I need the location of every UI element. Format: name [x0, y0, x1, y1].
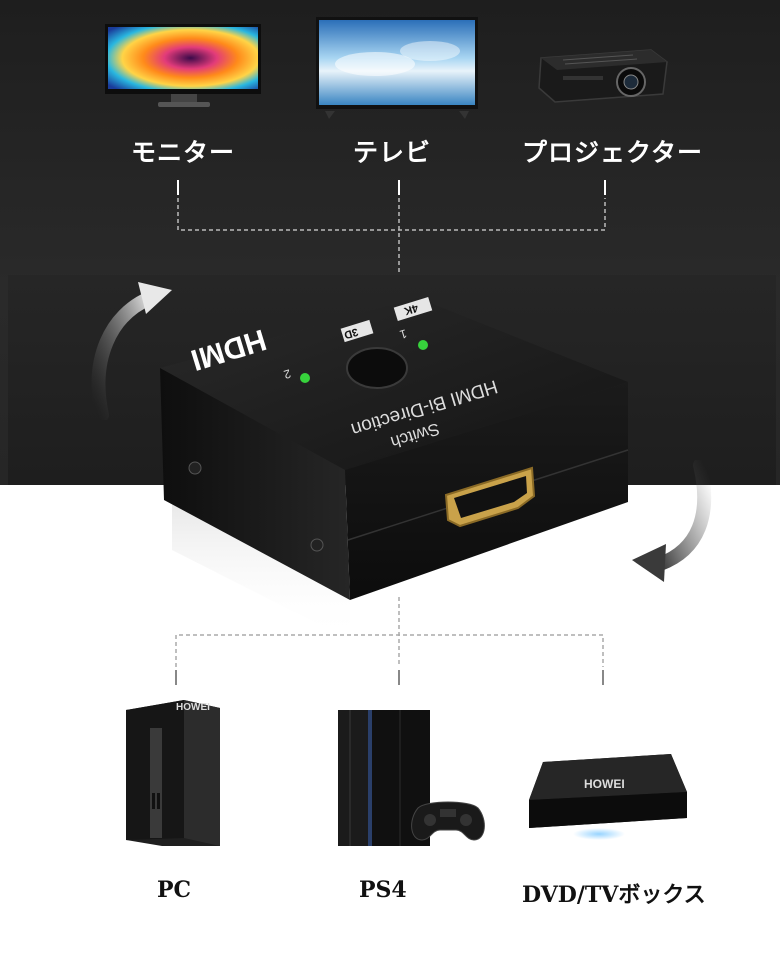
- arrow-up-icon: [91, 282, 172, 420]
- tv-box-icon: [525, 752, 689, 852]
- monitor-icon: [103, 22, 263, 110]
- tvbox-brand-text: HOWEI: [584, 777, 625, 791]
- pc-brand-text: HOWEI: [176, 702, 210, 713]
- tv-label: テレビ: [353, 138, 432, 167]
- pc-tower-icon: [120, 698, 224, 848]
- hdmi-switch: [150, 290, 640, 650]
- monitor-label: モニター: [131, 138, 236, 167]
- tvbox-label: DVD/TVボックス: [522, 882, 706, 908]
- arrow-down-icon: [632, 460, 712, 582]
- bottom-connector-lines: [175, 597, 604, 685]
- pc-label: PC: [157, 877, 192, 903]
- projector-icon: [533, 46, 669, 106]
- ps4-label: PS4: [359, 877, 407, 903]
- gamepad-icon: [408, 796, 488, 846]
- tv-icon: [315, 16, 479, 120]
- projector-label: プロジェクター: [522, 138, 704, 167]
- top-connector-lines: [177, 180, 606, 275]
